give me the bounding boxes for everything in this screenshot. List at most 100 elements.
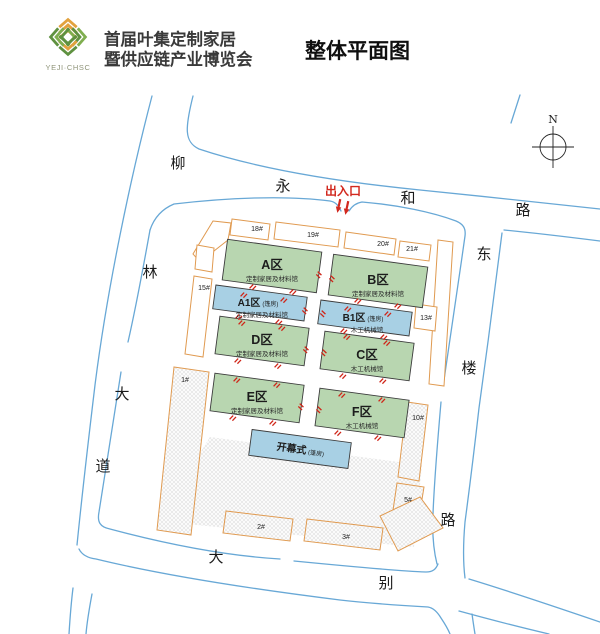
entrance-arrow-icon — [341, 199, 353, 217]
building-3-shape — [303, 518, 384, 551]
road-yonghe-char-2: 路 — [515, 202, 530, 219]
door-icon — [378, 377, 387, 385]
road-liulin-char-1: 林 — [142, 264, 157, 281]
road-donglou-right-lower — [471, 613, 476, 634]
road-yonghe-lower-right — [503, 229, 600, 242]
road-dabie-char-0: 大 — [208, 549, 223, 566]
hall-C-sub: 木工机械馆 — [351, 364, 384, 373]
road-liulin-left — [76, 95, 153, 546]
building-labels: 18# 19# 20# 21# 15# 13# 1# 10# 5# 2# 3# — [181, 226, 432, 541]
door-icon — [233, 357, 242, 365]
road-yonghe-char-1: 和 — [400, 190, 415, 207]
road-liulin-char-2: 大 — [114, 386, 129, 403]
hall-B1-shape — [317, 299, 413, 337]
exhibition-halls — [209, 238, 429, 470]
hall-F-label: F区 — [352, 405, 373, 419]
door-icon — [373, 434, 382, 442]
road-dabie-upper-mid — [293, 560, 439, 573]
door-icon — [338, 372, 347, 380]
hall-D-sub: 定制家居及材料馆 — [236, 349, 289, 358]
hall-F-shape — [314, 387, 410, 439]
building-2-label: 2# — [257, 524, 265, 531]
door-icon — [228, 414, 237, 422]
hall-A1-shape — [212, 284, 308, 322]
road-donglou-char-2: 路 — [440, 512, 455, 529]
road-dabie-char-1: 别 — [378, 575, 393, 592]
road-donglou-left — [432, 401, 442, 565]
road-network — [68, 94, 600, 634]
road-yonghe-char-0: 永 — [275, 178, 290, 195]
hall-E-label: E区 — [247, 390, 268, 404]
hall-F-sub: 木工机械馆 — [346, 421, 379, 430]
building-21-shape — [397, 240, 432, 262]
road-liulin-right-lower — [85, 593, 93, 634]
expo-title-line2: 暨供应链产业博览会 — [104, 51, 253, 69]
compass-icon: N — [532, 113, 574, 168]
building-19-shape — [273, 221, 341, 248]
parking-area — [157, 437, 422, 547]
hall-B-sub: 定制家居及材料馆 — [352, 289, 405, 298]
road-liulin-right-bottom — [97, 371, 281, 560]
road-labels: 柳 林 大 道 永 和 路 东 楼 路 大 别 — [95, 155, 530, 592]
hall-A-sub: 定制家居及材料馆 — [246, 274, 299, 283]
entrance-arrow-icon — [333, 197, 345, 215]
ceremony-tent-shape — [248, 428, 352, 470]
perimeter-buildings — [184, 218, 454, 387]
building-18-shape — [229, 218, 271, 241]
road-donglou-char-0: 东 — [476, 246, 491, 263]
building-1-shape — [156, 366, 210, 536]
hall-B-shape — [327, 253, 429, 309]
road-liulin-char-3: 道 — [95, 458, 110, 475]
building-15-shape — [184, 275, 213, 358]
door-icon — [268, 419, 277, 427]
hall-A1-sub: 定制家居及材料馆 — [236, 310, 289, 319]
building-13-label: 13# — [420, 315, 432, 322]
road-yonghe-lower-left — [149, 197, 342, 231]
building-20-shape — [343, 231, 397, 256]
building-1-label: 1# — [181, 377, 189, 384]
building-21-label: 21# — [406, 246, 418, 253]
building-3-label: 3# — [342, 534, 350, 541]
road-dabie-lower-right — [458, 610, 550, 634]
building-connector-shape — [379, 496, 444, 552]
expo-title-line1: 首届叶集定制家居 — [104, 31, 236, 49]
door-icon — [333, 429, 342, 437]
building-right-strip-shape — [428, 239, 454, 387]
road-stub-topright — [510, 94, 521, 124]
hall-B1-sub: 木工机械馆 — [351, 325, 384, 334]
road-liulin-right-mid — [127, 229, 151, 343]
expo-logo-icon — [48, 17, 88, 57]
hall-A-label: A区 — [261, 258, 283, 272]
building-2-shape — [222, 510, 294, 542]
building-5-label: 5# — [404, 497, 412, 504]
ceremony-tent-label: 开幕式(篷房) — [276, 440, 325, 459]
hall-C-label: C区 — [356, 348, 378, 362]
building-19-label: 19# — [307, 232, 319, 239]
building-10-label: 10# — [412, 415, 424, 422]
hall-D-label: D区 — [251, 333, 273, 347]
building-18-label: 18# — [251, 226, 263, 233]
hall-A-shape — [221, 238, 323, 294]
road-donglou-char-1: 楼 — [461, 360, 476, 377]
hall-A1-label: A1区(篷房) — [238, 297, 279, 309]
hall-E-sub: 定制家居及材料馆 — [231, 406, 284, 415]
building-20-label: 20# — [377, 241, 389, 248]
building-15-upper-shape — [194, 244, 215, 273]
door-icon — [273, 362, 282, 370]
expo-logo-caption: YEJI·CHSC — [45, 63, 91, 72]
road-liulin-left-lower — [68, 587, 74, 634]
road-liulin-yonghe-upper — [186, 95, 600, 210]
expo-title: 首届叶集定制家居 暨供应链产业博览会 — [104, 30, 253, 70]
road-dabie-lower — [78, 548, 451, 634]
road-dabie-upper-right — [468, 578, 600, 623]
entrance-marker: 出入口 — [325, 183, 361, 217]
hall-labels: A区 定制家居及材料馆 B区 定制家居及材料馆 A1区(篷房) 定制家居及材料馆… — [231, 258, 405, 459]
hall-E-shape — [209, 372, 305, 424]
building-13-shape — [413, 303, 438, 332]
hall-B-label: B区 — [367, 273, 389, 287]
page-title: 整体平面图 — [305, 40, 410, 63]
compass-north-label: N — [548, 113, 558, 126]
road-donglou-right — [462, 232, 503, 579]
